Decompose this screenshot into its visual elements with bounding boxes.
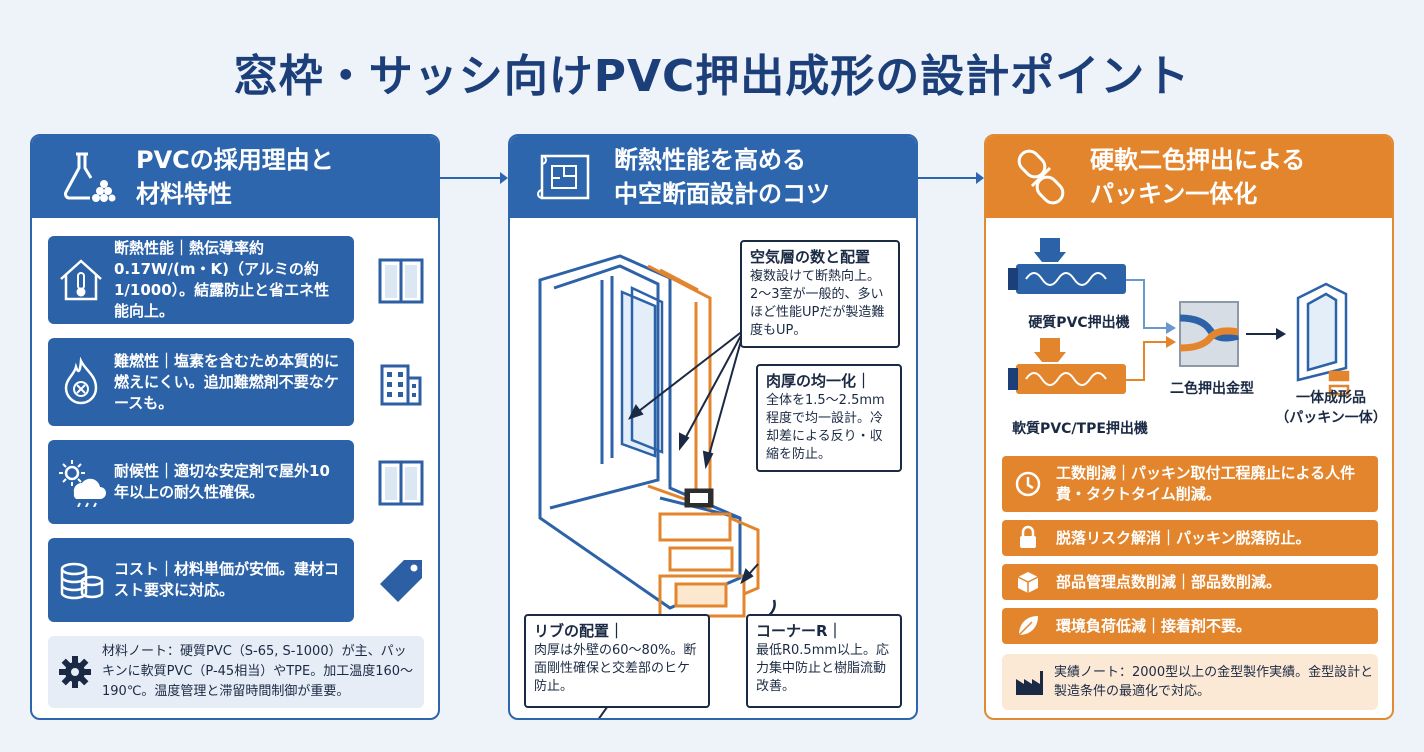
product-label: 一体成形品 （パッキン一体） [1268,388,1392,428]
product-label-2: （パッキン一体） [1275,410,1387,426]
blueprint-icon [537,154,590,200]
flame-icon [64,357,98,405]
material-note-text: 材料ノート：硬質PVC（S-65, S-1000）が主、パッキンに軟質PVC（P… [102,644,414,699]
card-insulation-text: 断熱性能｜熱伝導率約0.17W/(m・K)（アルミの約1/1000）。結露防止と… [114,239,330,320]
arrow-connector-2 [918,172,984,184]
benefit-parts-text: 部品管理点数削減｜部品数削減。 [1056,572,1282,591]
window-icon [378,460,424,506]
panel-hollow-title-1: 断熱性能を高める [614,146,806,174]
card-cost-text: コスト｜材料単価が安価。建材コスト要求に対応。 [114,560,340,599]
benefit-detach: 脱落リスク解消｜パッキン脱落防止。 [1002,520,1378,556]
benefit-labor: 工数削減｜パッキン取付工程廃止による人件費・タクトタイム削減。 [1002,456,1378,512]
soft-extruder-label: 軟質PVC/TPE押出機 [1012,421,1148,437]
leaf-icon [1018,616,1038,636]
rigid-extruder-icon [1008,238,1126,294]
arrow-connector-1 [440,172,508,184]
callout-rib-body: 肉厚は外壁の60〜80%。断面剛性確保と交差部のヒケ防止。 [534,643,697,694]
callout-rib-title: リブの配置｜ [534,622,625,640]
benefit-environment: 環境負荷低減｜接着剤不要。 [1002,608,1378,644]
callout-corner-title: コーナーR｜ [756,622,843,640]
benefit-detach-text: 脱落リスク解消｜パッキン脱落防止。 [1056,528,1311,547]
panel-hollow-section: 断熱性能を高める 中空断面設計のコツ [508,134,918,720]
box-icon [1017,572,1039,593]
coins-icon [60,562,104,600]
panel-hollow-title-2: 中空断面設計のコツ [614,180,830,208]
product-label-1: 一体成形品 [1296,390,1366,406]
window-frame-cross-section [538,254,797,718]
callout-wall-thickness-body: 全体を1.5〜2.5mm程度で均一設計。冷却差による反り・収縮を防止。 [766,393,885,462]
card-cost: コスト｜材料単価が安価。建材コスト要求に対応。 [48,538,354,622]
lock-icon [1020,525,1036,548]
benefit-environment-text: 環境負荷低減｜接着剤不要。 [1056,616,1252,635]
benefit-parts: 部品管理点数削減｜部品数削減。 [1002,564,1378,600]
page-title: 窓枠・サッシ向けPVC押出成形の設計ポイント [233,51,1191,102]
price-tag-icon [380,560,422,602]
material-note: 材料ノート：硬質PVC（S-65, S-1000）が主、パッキンに軟質PVC（P… [48,636,424,708]
callout-air-layers-body: 複数設けて断熱向上。2〜3室が一般的、多いほど性能UPだが製造難度もUP。 [750,269,885,338]
callout-air-layers-title: 空気層の数と配置 [750,248,871,266]
callout-corner-r: コーナーR｜ 最低R0.5mm以上。応力集中防止と樹脂流動改善。 [746,614,902,708]
die-label: 二色押出金型 [1170,381,1254,397]
panel-coex-title-1: 硬軟二色押出による [1090,146,1306,174]
card-flame-text: 難燃性｜塩素を含むため本質的に燃えにくい。追加難燃剤不要なケースも。 [114,351,340,412]
panel-material: PVCの採用理由と 材料特性 断熱性能｜熱伝導率約0.17W/(m・K)（アルミ… [30,134,440,720]
building-icon [380,364,422,406]
card-flame-retardant: 難燃性｜塩素を含むため本質的に燃えにくい。追加難燃剤不要なケースも。 [48,338,354,426]
card-weather: 耐候性｜適切な安定剤で屋外10年以上の耐久性確保。 [48,440,354,524]
die-icon [1179,301,1240,367]
link-icon [1017,149,1065,205]
rigid-extruder-label: 硬質PVC押出機 [1028,315,1130,331]
gear-icon [59,656,91,688]
callout-corner-body: 最低R0.5mm以上。応力集中防止と樹脂流動改善。 [756,643,890,694]
house-thermometer-icon [60,259,102,301]
flask-icon [63,152,116,202]
panel-coextrusion-header: 硬軟二色押出による パッキン一体化 [986,136,1392,218]
clock-icon [1015,471,1041,497]
weather-icon [59,460,106,507]
panel-coextrusion: 硬軟二色押出による パッキン一体化 [984,134,1394,720]
callout-air-layers: 空気層の数と配置 複数設けて断熱向上。2〜3室が一般的、多いほど性能UPだが製造… [740,240,900,348]
factory-icon [1016,671,1043,695]
panel-material-title-2: 材料特性 [136,180,232,208]
callout-rib: リブの配置｜ 肉厚は外壁の60〜80%。断面剛性確保と交差部のヒケ防止。 [524,614,710,708]
track-record-note-text: 実績ノート：2000型以上の金型製作実績。金型設計と製造条件の最適化で対応。 [1054,665,1374,699]
soft-extruder-icon [1008,338,1126,394]
panel-material-title-1: PVCの採用理由と [136,146,334,174]
callout-wall-thickness-title: 肉厚の均一化｜ [766,372,872,390]
coextrusion-process-diagram [1008,238,1350,396]
card-insulation: 断熱性能｜熱伝導率約0.17W/(m・K)（アルミの約1/1000）。結露防止と… [48,236,354,324]
window-icon [378,258,424,304]
panel-coex-title-2: パッキン一体化 [1090,180,1258,208]
panel-hollow-header: 断熱性能を高める 中空断面設計のコツ [510,136,916,218]
track-record-note: 実績ノート：2000型以上の金型製作実績。金型設計と製造条件の最適化で対応。 [1002,654,1378,710]
benefit-labor-text: 工数削減｜パッキン取付工程廃止による人件費・タクトタイム削減。 [1056,464,1356,503]
card-weather-text: 耐候性｜適切な安定剤で屋外10年以上の耐久性確保。 [114,462,330,501]
callout-wall-thickness: 肉厚の均一化｜ 全体を1.5〜2.5mm程度で均一設計。冷却差による反り・収縮を… [756,364,902,472]
panel-material-header: PVCの採用理由と 材料特性 [32,136,438,218]
integrated-product-icon [1296,282,1350,396]
